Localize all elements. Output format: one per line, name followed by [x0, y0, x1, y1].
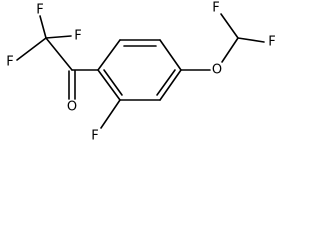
bond-cf3-f-left: [16, 37, 47, 61]
bond-ring-c6-c1: [97, 69, 121, 101]
atom-f-chf2-left: F: [212, 1, 219, 16]
atom-f-ring: F: [91, 129, 98, 144]
atom-f-cf3-right: F: [74, 29, 81, 44]
atom-f-chf2-right: F: [268, 35, 275, 50]
bond-ring-c1-c2: [97, 39, 121, 71]
bond-o-ether-chf2: [221, 37, 239, 63]
bond-chf2-f-right: [237, 37, 265, 43]
bond-cf3-carbonyl: [45, 37, 73, 71]
chemical-structure: F F F O F O F F: [6, 1, 275, 144]
bond-ring-inner-right: [156, 69, 176, 96]
bond-ring-c3-c4: [159, 39, 182, 71]
atom-o-carbonyl: O: [67, 100, 77, 115]
atom-o-ether: O: [212, 63, 222, 78]
bond-cf3-f-top: [39, 15, 47, 39]
bond-cf3-f-right: [45, 35, 72, 39]
bond-ring-c4-c5: [159, 69, 182, 101]
bond-chf2-f-left: [220, 13, 239, 39]
atom-f-cf3-top: F: [36, 3, 43, 18]
atom-f-cf3-left: F: [6, 55, 13, 70]
bond-ring-inner-left: [103, 69, 123, 96]
bond-ring-f: [100, 99, 121, 129]
